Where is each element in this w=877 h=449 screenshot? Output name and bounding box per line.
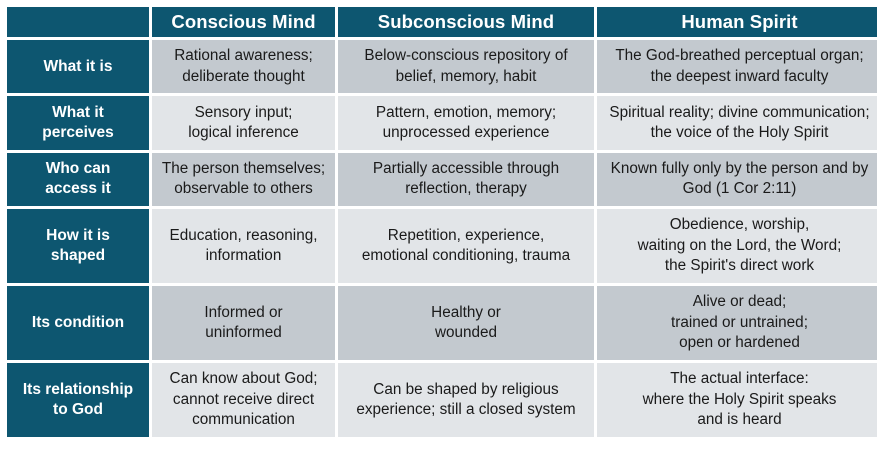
cell-line: Spiritual reality; divine communication;	[609, 103, 870, 121]
row-label-line: What it	[52, 103, 104, 121]
column-header-subconscious: Subconscious Mind	[338, 7, 594, 37]
row-label: What it perceives	[7, 96, 149, 150]
cell-line: the deepest inward faculty	[650, 67, 829, 85]
cell-line: unprocessed experience	[382, 124, 550, 142]
table-cell-conscious: Rational awareness; deliberate thought	[152, 40, 335, 94]
cell-line: trained or untrained;	[671, 313, 808, 331]
row-label-line: access it	[45, 180, 111, 198]
table-cell-spirit: The God-breathed perceptual organ; the de…	[597, 40, 877, 94]
cell-line: and is heard	[697, 411, 782, 429]
row-label-line: What it is	[43, 57, 113, 75]
cell-line: Pattern, emotion, memory;	[375, 103, 557, 121]
row-label: Its relationship to God	[7, 362, 149, 437]
cell-line: Obedience, worship,	[669, 216, 810, 234]
table-row: What it is Rational awareness; deliberate …	[7, 40, 877, 94]
cell-line: The God-breathed perceptual organ;	[615, 47, 864, 65]
table-row: What it perceives Sensory input; logical in…	[7, 96, 877, 150]
cell-line: deliberate thought	[182, 67, 305, 85]
cell-line: waiting on the Lord, the Word;	[637, 236, 842, 254]
row-label: What it is	[7, 40, 149, 94]
cell-line: observable to others	[174, 180, 313, 198]
table-cell-spirit: Spiritual reality; divine communication;…	[597, 96, 877, 150]
table-row: Its relationship to God Can know about God…	[7, 362, 877, 437]
column-header-conscious: Conscious Mind	[152, 7, 335, 37]
header-corner-blank	[7, 7, 149, 37]
row-label-line: perceives	[42, 124, 114, 142]
cell-line: Can know about God;	[169, 370, 318, 388]
table-cell-subconscious: Repetition, experience, emotional conditi…	[338, 209, 594, 283]
cell-line: Healthy or	[431, 303, 501, 321]
table-cell-subconscious: Below-conscious repository of belief, mem…	[338, 40, 594, 94]
cell-line: Known fully only by the person and by	[610, 159, 869, 177]
cell-line: God (1 Cor 2:11)	[682, 180, 797, 198]
table-cell-subconscious: Partially accessible through reflection, …	[338, 152, 594, 207]
cell-line: information	[205, 247, 282, 265]
table-cell-spirit: Alive or dead; trained or untrained; open …	[597, 286, 877, 360]
cell-line: The actual interface:	[670, 370, 809, 388]
cell-line: Informed or	[204, 303, 283, 321]
row-label: How it is shaped	[7, 209, 149, 283]
table-row: Its condition Informed or uninformed Health…	[7, 286, 877, 360]
table-cell-conscious: Sensory input; logical inference	[152, 96, 335, 150]
cell-line: cannot receive direct	[172, 390, 315, 408]
row-label-line: How it is	[46, 226, 110, 244]
cell-line: Can be shaped by religious	[373, 380, 559, 398]
cell-line: reflection, therapy	[405, 180, 527, 198]
column-header-spirit: Human Spirit	[597, 7, 877, 37]
table-row: Who can access it The person themselves; ob…	[7, 152, 877, 207]
table-body: What it is Rational awareness; deliberate …	[7, 40, 877, 437]
row-label-line: Who can	[45, 160, 111, 178]
row-label-line: Its condition	[31, 313, 125, 331]
table-cell-spirit: Known fully only by the person and by God…	[597, 152, 877, 207]
cell-line: Partially accessible through	[372, 159, 560, 177]
table-cell-conscious: Can know about God; cannot receive direct…	[152, 362, 335, 437]
row-label: Its condition	[7, 286, 149, 360]
cell-line: communication	[192, 411, 295, 429]
row-label-line: shaped	[50, 247, 106, 265]
cell-line: open or hardened	[679, 334, 800, 352]
table-cell-subconscious: Can be shaped by religious experience; st…	[338, 362, 594, 437]
cell-line: belief, memory, habit	[395, 67, 537, 85]
table-cell-spirit: The actual interface: where the Holy Spir…	[597, 362, 877, 437]
cell-line: uninformed	[205, 323, 282, 341]
cell-line: The person themselves;	[161, 159, 326, 177]
cell-line: logical inference	[188, 124, 299, 142]
cell-line: Alive or dead;	[692, 293, 787, 311]
table-cell-subconscious: Healthy or wounded	[338, 286, 594, 360]
cell-line: wounded	[434, 323, 498, 341]
table-cell-spirit: Obedience, worship, waiting on the Lord, …	[597, 209, 877, 283]
table-cell-conscious: Informed or uninformed	[152, 286, 335, 360]
row-label-line: Its relationship	[22, 380, 134, 398]
table-row: How it is shaped Education, reasoning, info…	[7, 209, 877, 283]
table-cell-conscious: Education, reasoning, information	[152, 209, 335, 283]
row-label: Who can access it	[7, 152, 149, 207]
cell-line: the voice of the Holy Spirit	[650, 124, 829, 142]
cell-line: Sensory input;	[194, 103, 293, 121]
row-label-line: to God	[53, 400, 103, 418]
cell-line: Repetition, experience,	[387, 226, 545, 244]
cell-line: Education, reasoning,	[169, 226, 318, 244]
cell-line: where the Holy Spirit speaks	[642, 390, 837, 408]
cell-line: Below-conscious repository of	[364, 47, 568, 65]
cell-line: Rational awareness;	[174, 47, 313, 65]
cell-line: experience; still a closed system	[356, 400, 576, 418]
cell-line: emotional conditioning, trauma	[361, 247, 571, 265]
cell-line: the Spirit's direct work	[664, 257, 815, 275]
table-cell-conscious: The person themselves; observable to othe…	[152, 152, 335, 207]
table-cell-subconscious: Pattern, emotion, memory; unprocessed exp…	[338, 96, 594, 150]
